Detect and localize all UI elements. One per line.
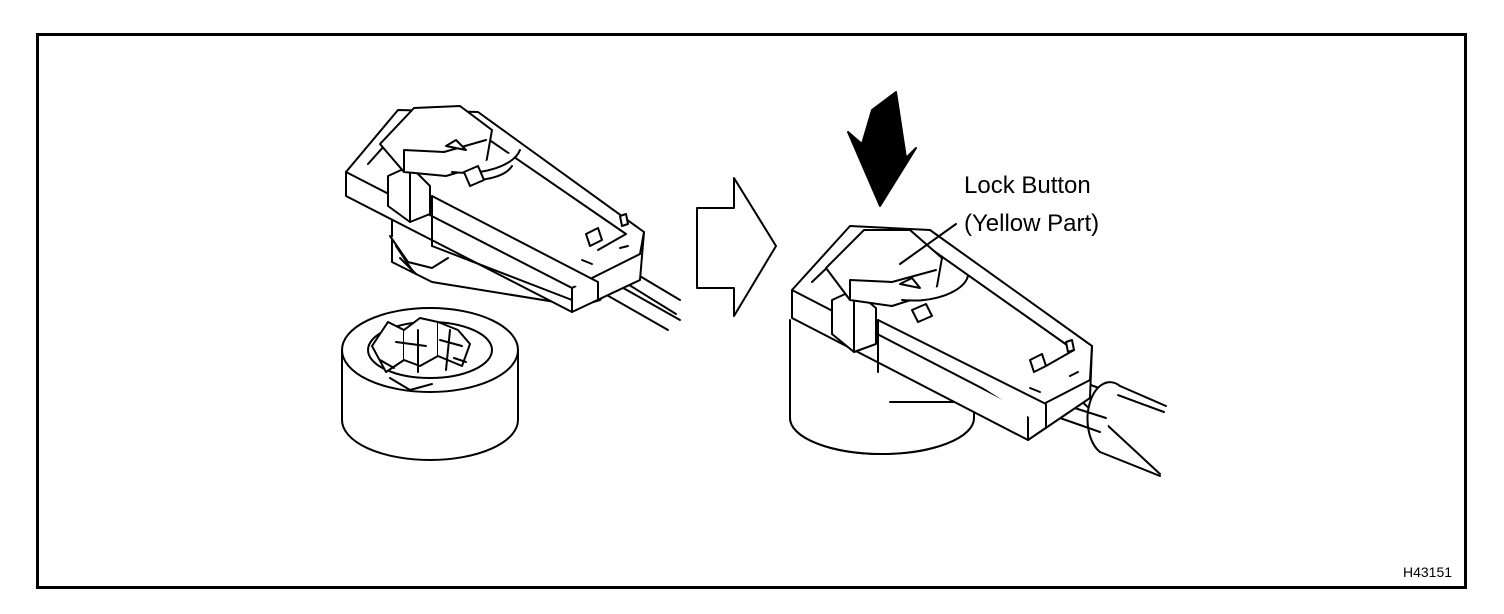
- sensor-receptacle-left: [341, 307, 519, 461]
- next-step-arrow-icon: [696, 177, 777, 317]
- connector-left: [345, 105, 681, 331]
- callout-leader-line: [899, 223, 957, 265]
- lock-button-label: Lock Button: [964, 172, 1091, 199]
- yellow-part-label: (Yellow Part): [964, 210, 1100, 237]
- diagram-frame: [36, 33, 1467, 589]
- connector-right: [791, 225, 1167, 477]
- figure-code: H43151: [1403, 564, 1453, 580]
- press-down-arrow-icon: [847, 91, 917, 207]
